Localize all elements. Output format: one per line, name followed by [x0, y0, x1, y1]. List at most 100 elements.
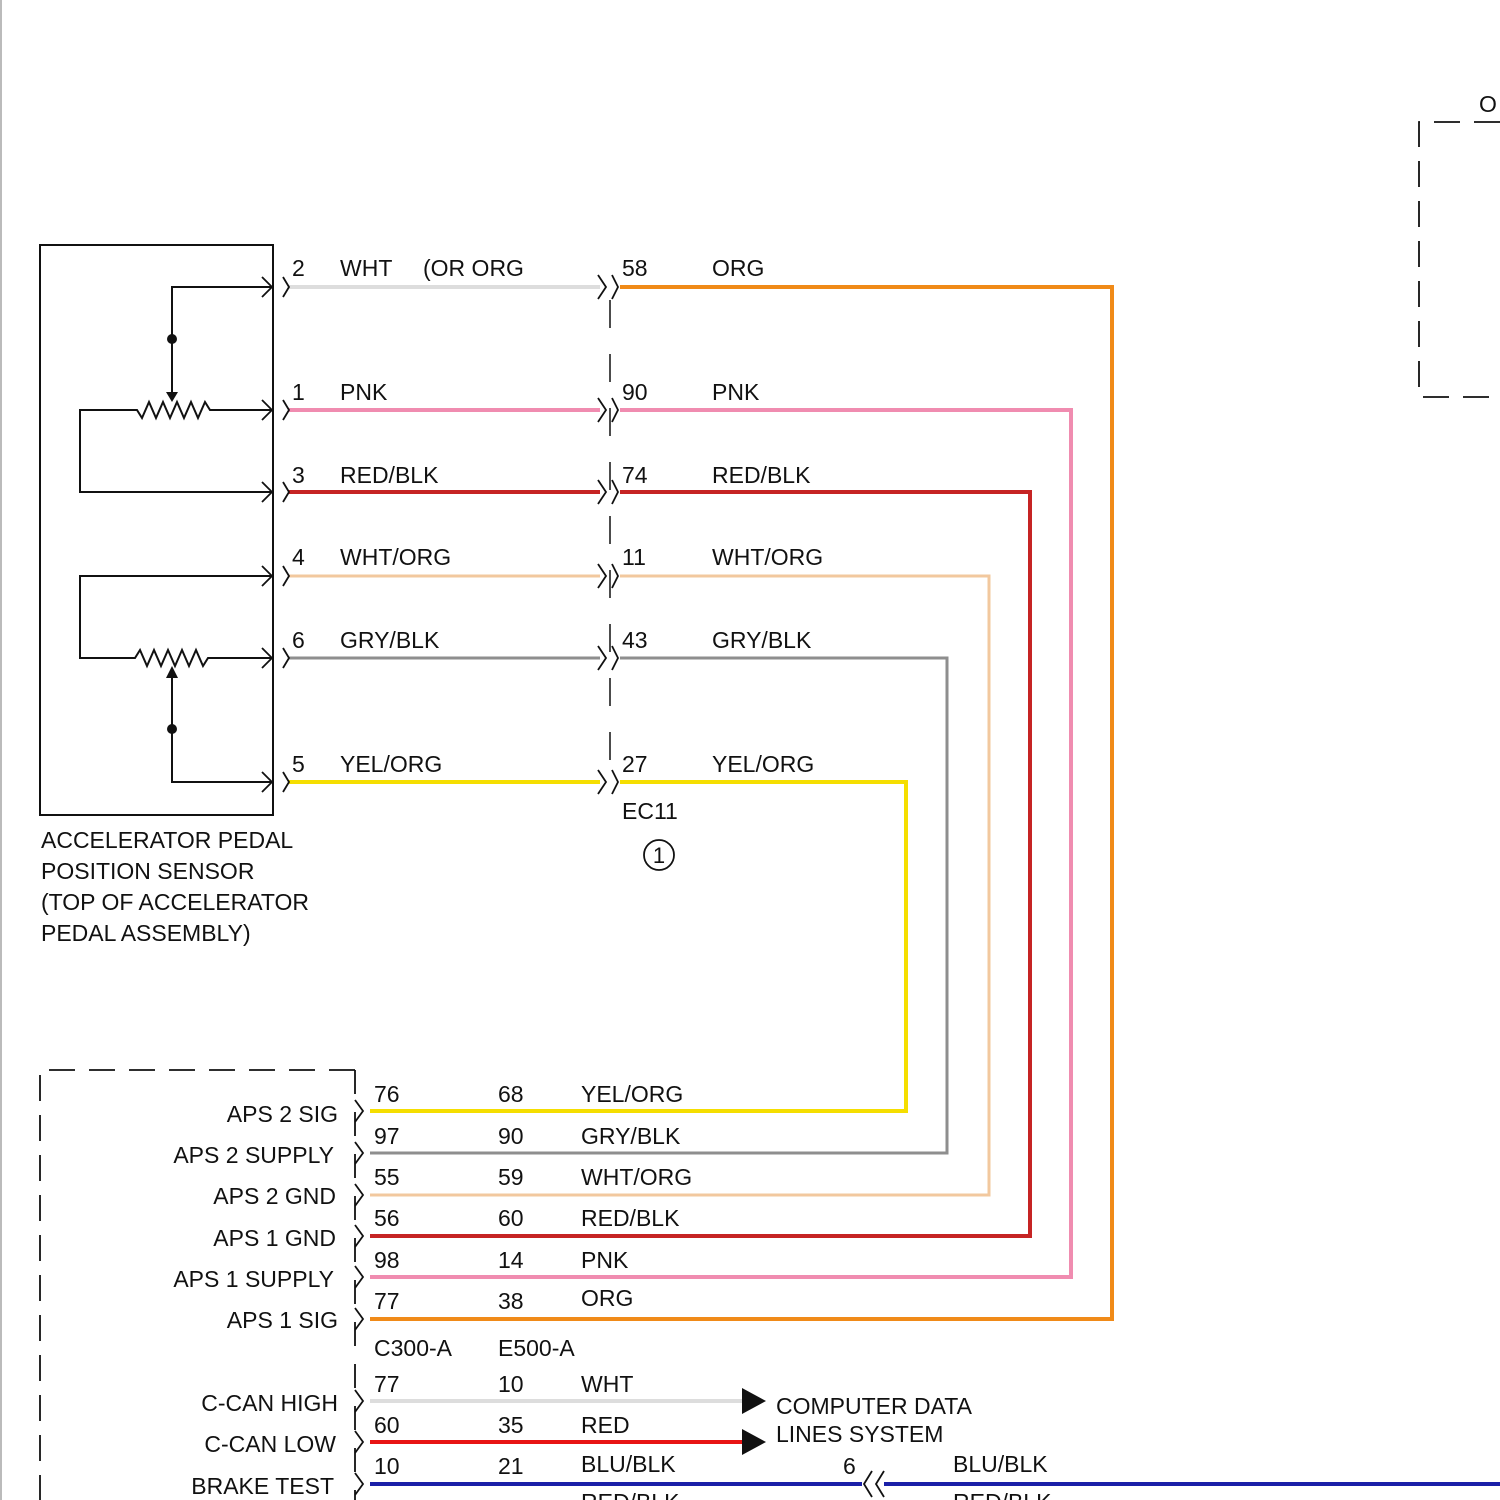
wire-color-gry-blk: GRY/BLK	[340, 627, 440, 653]
wire-color-wht-org: WHT/ORG	[712, 544, 823, 570]
brake-splice-pin: 6	[843, 1453, 856, 1479]
chevron-icon	[355, 1225, 363, 1247]
wire-gry-blk	[370, 658, 947, 1153]
pin-name-aps1-gnd: APS 1 GND	[213, 1225, 336, 1251]
pin-a-60: 60	[374, 1412, 400, 1438]
pin-name-aps2-gnd: APS 2 GND	[213, 1183, 336, 1209]
pin-43: 43	[622, 627, 648, 653]
pin-5: 5	[292, 751, 305, 777]
chevron-icon	[598, 398, 618, 422]
module-wire-color-red: RED	[581, 1412, 630, 1438]
chevron-icon	[355, 1308, 363, 1330]
sensor-label-line-4: PEDAL ASSEMBLY)	[41, 920, 251, 946]
partial-bottom-wire-color: RED/BLK	[581, 1489, 680, 1500]
pin-b-90: 90	[498, 1123, 524, 1149]
wire-pnk	[370, 410, 1071, 1277]
pin-27: 27	[622, 751, 648, 777]
wire-color-org: ORG	[712, 255, 764, 281]
pin-90: 90	[622, 379, 648, 405]
module-wire-color-red-blk: RED/BLK	[581, 1205, 680, 1231]
chevron-icon	[598, 275, 618, 299]
pin-a-77: 77	[374, 1288, 400, 1314]
chevron-icon	[598, 770, 618, 794]
wire-color-note: (OR ORG	[423, 255, 524, 281]
wire-color-wht-org: WHT/ORG	[340, 544, 451, 570]
pin-name-c-can-high: C-CAN HIGH	[201, 1390, 338, 1416]
chevron-icon	[864, 1471, 884, 1497]
pin-a-56: 56	[374, 1205, 400, 1231]
wire-color-wht: WHT	[340, 255, 392, 281]
data-lines-label-line-1: COMPUTER DATA	[776, 1393, 973, 1419]
arrow-right-icon	[742, 1388, 766, 1414]
pin-name-aps2-sig: APS 2 SIG	[227, 1101, 338, 1127]
data-lines-label-line-2: LINES SYSTEM	[776, 1421, 943, 1447]
inline-connector-name: EC11	[622, 798, 678, 824]
pin-a-10: 10	[374, 1453, 400, 1479]
module-wire-color-wht: WHT	[581, 1371, 633, 1397]
partial-component-top-right: O	[1419, 91, 1500, 397]
pin-3: 3	[292, 462, 305, 488]
wire-color-yel-org: YEL/ORG	[712, 751, 814, 777]
pin-6: 6	[292, 627, 305, 653]
sensor-box	[40, 245, 273, 815]
arrow-right-icon	[742, 1429, 766, 1455]
pin-74: 74	[622, 462, 648, 488]
module-pin-labels: APS 2 SIG APS 2 SUPPLY APS 2 GND APS 1 G…	[173, 1081, 692, 1499]
partial-bottom-wire-color-right: RED/BLK	[953, 1489, 1052, 1500]
chevron-icon	[355, 1100, 363, 1122]
chevron-icon	[355, 1473, 363, 1495]
module-wire-color-pnk: PNK	[581, 1247, 629, 1273]
chevron-icon	[355, 1431, 363, 1453]
note-number: 1	[653, 843, 665, 868]
pin-58: 58	[622, 255, 648, 281]
module-wire-color-wht-org: WHT/ORG	[581, 1164, 692, 1190]
chevron-icon	[355, 1390, 363, 1412]
pin-b-68: 68	[498, 1081, 524, 1107]
module-wire-color-blu-blk: BLU/BLK	[581, 1451, 676, 1477]
wire-color-yel-org: YEL/ORG	[340, 751, 442, 777]
pin-b-14: 14	[498, 1247, 524, 1273]
pin-b-60: 60	[498, 1205, 524, 1231]
wire-red-blk	[370, 492, 1030, 1236]
chevron-icon	[598, 646, 618, 670]
pin-b-38: 38	[498, 1288, 524, 1314]
sensor-wire-labels: 2 WHT (OR ORG 58 ORG 1 PNK 90 PNK 3 RED/…	[292, 255, 823, 777]
chevron-icon	[598, 564, 618, 588]
pin-b-21: 21	[498, 1453, 524, 1479]
wire-color-red-blk: RED/BLK	[340, 462, 439, 488]
chevron-icon	[355, 1266, 363, 1288]
chevron-icon	[355, 1184, 363, 1206]
sensor-label-line-1: ACCELERATOR PEDAL	[41, 827, 293, 853]
pin-1: 1	[292, 379, 305, 405]
connector-chevrons	[262, 275, 884, 1497]
pin-name-c-can-low: C-CAN LOW	[204, 1431, 336, 1457]
wire-color-pnk: PNK	[340, 379, 388, 405]
potentiometer-2-icon	[80, 576, 272, 782]
partial-component-label: O	[1479, 91, 1497, 117]
pin-b-35: 35	[498, 1412, 524, 1438]
potentiometer-1-icon	[80, 287, 272, 492]
accelerator-pedal-position-sensor: ACCELERATOR PEDAL POSITION SENSOR (TOP O…	[40, 245, 309, 946]
wire-color-pnk: PNK	[712, 379, 760, 405]
pin-name-aps1-supply: APS 1 SUPPLY	[173, 1266, 334, 1292]
sensor-label-line-3: (TOP OF ACCELERATOR	[41, 889, 309, 915]
module-wire-color-yel-org: YEL/ORG	[581, 1081, 683, 1107]
note-marker-icon: 1	[644, 840, 674, 870]
wire-org	[370, 287, 1112, 1319]
pin-4: 4	[292, 544, 305, 570]
pin-a-76: 76	[374, 1081, 400, 1107]
brake-splice-wire-color: BLU/BLK	[953, 1451, 1048, 1477]
pin-name-brake-test: BRAKE TEST	[191, 1473, 334, 1499]
connector-a-name: C300-A	[374, 1335, 453, 1361]
sensor-label-line-2: POSITION SENSOR	[41, 858, 254, 884]
pin-name-aps1-sig: APS 1 SIG	[227, 1307, 338, 1333]
chevron-icon	[598, 480, 618, 504]
pin-name-aps2-supply: APS 2 SUPPLY	[173, 1142, 334, 1168]
chevron-icon	[355, 1142, 363, 1164]
pin-b-10: 10	[498, 1371, 524, 1397]
connector-b-name: E500-A	[498, 1335, 575, 1361]
pin-a-97: 97	[374, 1123, 400, 1149]
wire-color-red-blk: RED/BLK	[712, 462, 811, 488]
wire-yel-org	[370, 782, 906, 1111]
